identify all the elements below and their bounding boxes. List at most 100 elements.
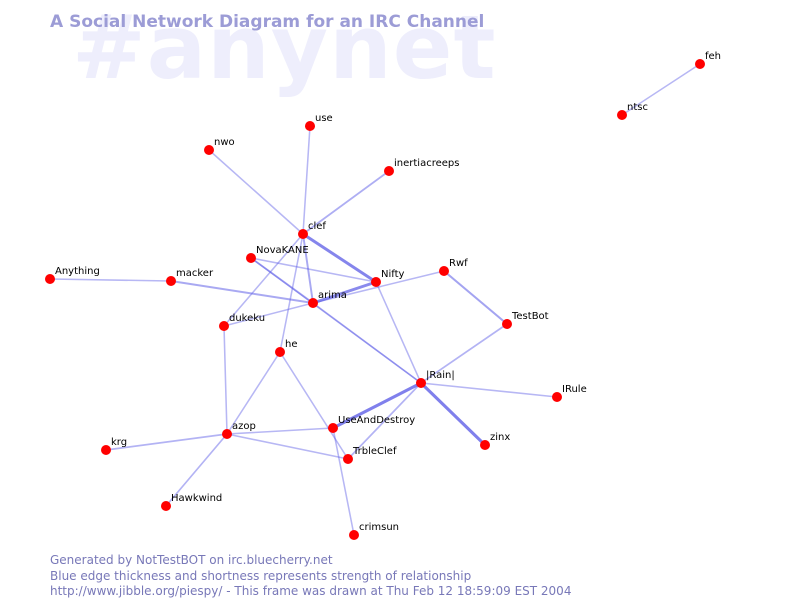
node-dot [384,166,394,176]
node-dot [617,110,627,120]
node-Rwf: Rwf [439,258,468,276]
edge-NovaKANE-arima [250,257,314,304]
edge-NovaKANE-Nifty [250,257,377,283]
edge-clef-Nifty [301,232,378,284]
node-macker: macker [166,268,214,286]
node-dot [328,423,338,433]
channel-watermark: #anynet [72,0,497,99]
node-zinx: zinx [480,432,510,450]
edge-clef-arima [302,233,314,304]
node-Rain: |Rain| [416,370,455,388]
edge-NovaKANE-Rain [250,257,422,384]
node-dot [101,445,111,455]
edge-arima-Rain [312,302,422,384]
node-dot [695,59,705,69]
node-label: Hawkwind [171,493,222,504]
edge-Anything-macker [49,278,172,282]
edge-clef-use [302,125,311,235]
node-Anything: Anything [45,266,100,284]
node-nwo: nwo [204,137,235,155]
edge-arima-Rwf [312,270,445,304]
node-label: TrbleClef [352,446,397,457]
edge-Rain-UseAndDestroy [331,381,423,430]
node-crimsun: crimsun [349,522,399,540]
edge-arima-dukeku [223,302,314,327]
node-label: ntsc [627,102,648,113]
node-dukeku: dukeku [219,313,265,331]
node-label: clef [308,221,326,232]
edge-clef-inertiacreeps [302,170,390,235]
edge-clef-dukeku [223,233,304,327]
node-dot [416,378,426,388]
node-dot [480,440,490,450]
edge-Nifty-Rain [375,281,422,384]
node-label: arima [318,290,347,301]
edge-azop-krg [105,433,228,451]
node-dot [45,274,55,284]
edge-azop-TrbleClef [226,433,349,460]
footer-legend-note: Blue edge thickness and shortness repres… [50,569,472,583]
edge-azop-UseAndDestroy [226,427,334,435]
node-label: Nifty [381,269,405,280]
node-label: dukeku [229,313,265,324]
diagram-title: A Social Network Diagram for an IRC Chan… [50,12,485,32]
edge-layer [49,63,701,536]
edge-arima-macker [170,280,314,304]
node-label: krg [111,437,127,448]
node-label: inertiacreeps [394,158,459,169]
node-dot [204,145,214,155]
node-dot [222,429,232,439]
node-dot [552,392,562,402]
node-UseAndDestroy: UseAndDestroy [328,415,415,433]
edge-clef-he [279,233,304,353]
node-label: use [315,113,333,124]
edge-Rwf-TestBot [442,269,509,326]
node-dot [439,266,449,276]
node-clef: clef [298,221,326,239]
edge-he-TrbleClef [279,351,349,460]
edge-azop-Hawkwind [165,433,228,507]
node-dot [161,501,171,511]
node-feh: feh [695,51,721,69]
node-label: nwo [214,137,235,148]
node-label: UseAndDestroy [338,415,415,426]
edge-arima-Nifty [311,280,378,305]
node-dot [308,298,318,308]
node-dot [343,454,353,464]
footer-timestamp: http://www.jibble.org/piespy/ - This fra… [50,584,572,598]
node-label: he [285,339,298,350]
edge-UseAndDestroy-crimsun [332,427,355,536]
node-Nifty: Nifty [371,269,405,287]
node-dot [275,347,285,357]
node-dot [246,253,256,263]
node-label: |Rain| [426,370,455,381]
node-dot [502,319,512,329]
edge-ntsc-feh [621,63,701,116]
footer-generated-by: Generated by NotTestBOT on irc.bluecherr… [50,553,333,567]
node-label: NovaKANE [256,245,309,256]
node-arima: arima [308,290,347,308]
node-TestBot: TestBot [502,311,549,329]
node-label: TestBot [511,311,549,322]
node-label: feh [705,51,721,62]
node-IRule: IRule [552,384,587,402]
edge-Rain-IRule [420,382,558,398]
node-label: Anything [55,266,100,277]
node-label: macker [176,268,214,279]
node-azop: azop [222,421,256,439]
node-inertiacreeps: inertiacreeps [384,158,459,176]
node-ntsc: ntsc [617,102,648,120]
node-label: Rwf [449,258,468,269]
node-dot [166,276,176,286]
edge-Rain-TrbleClef [347,382,422,460]
edge-TestBot-Rain [420,323,508,384]
edge-dukeku-azop [223,325,228,435]
node-use: use [305,113,333,131]
node-TrbleClef: TrbleClef [343,446,397,464]
node-dot [349,530,359,540]
node-Hawkwind: Hawkwind [161,493,222,511]
node-label: zinx [490,432,510,443]
